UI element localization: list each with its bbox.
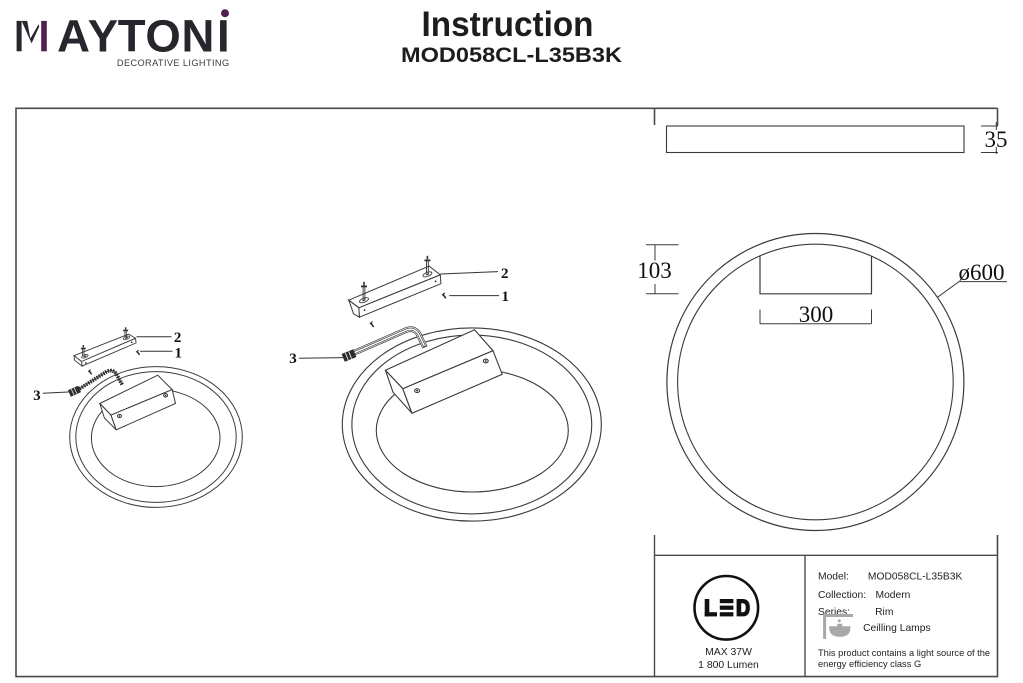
svg-text:Ceilling Lamps: Ceilling Lamps [863,623,931,634]
svg-text:energy efficiency class G: energy efficiency class G [818,659,921,669]
svg-text:2: 2 [174,330,182,346]
svg-text:Instruction: Instruction [422,5,594,44]
svg-text:MOD058CL-L35B3K: MOD058CL-L35B3K [868,571,963,582]
svg-text:35: 35 [985,127,1008,152]
svg-text:103: 103 [637,258,672,283]
svg-text:Modern: Modern [876,590,911,601]
svg-text:3: 3 [33,388,41,404]
svg-text:Model:: Model: [818,571,849,582]
svg-text:3: 3 [289,351,297,367]
svg-text:2: 2 [501,266,509,282]
svg-text:MOD058CL-L35B3K: MOD058CL-L35B3K [401,43,623,67]
svg-text:Collection:: Collection: [818,590,866,601]
svg-text:DECORATIVE LIGHTING: DECORATIVE LIGHTING [117,58,230,68]
svg-text:This product contains a light: This product contains a light source of … [818,648,990,658]
svg-text:1: 1 [174,345,182,361]
svg-text:300: 300 [799,302,834,327]
svg-text:1 800 Lumen: 1 800 Lumen [698,660,759,671]
svg-text:AYTONI: AYTONI [57,10,230,61]
svg-text:Rim: Rim [875,607,893,618]
svg-text:MAX 37W: MAX 37W [705,647,752,658]
svg-text:Series:: Series: [818,607,850,618]
svg-text:ø600: ø600 [959,260,1005,285]
svg-text:1: 1 [501,289,509,305]
